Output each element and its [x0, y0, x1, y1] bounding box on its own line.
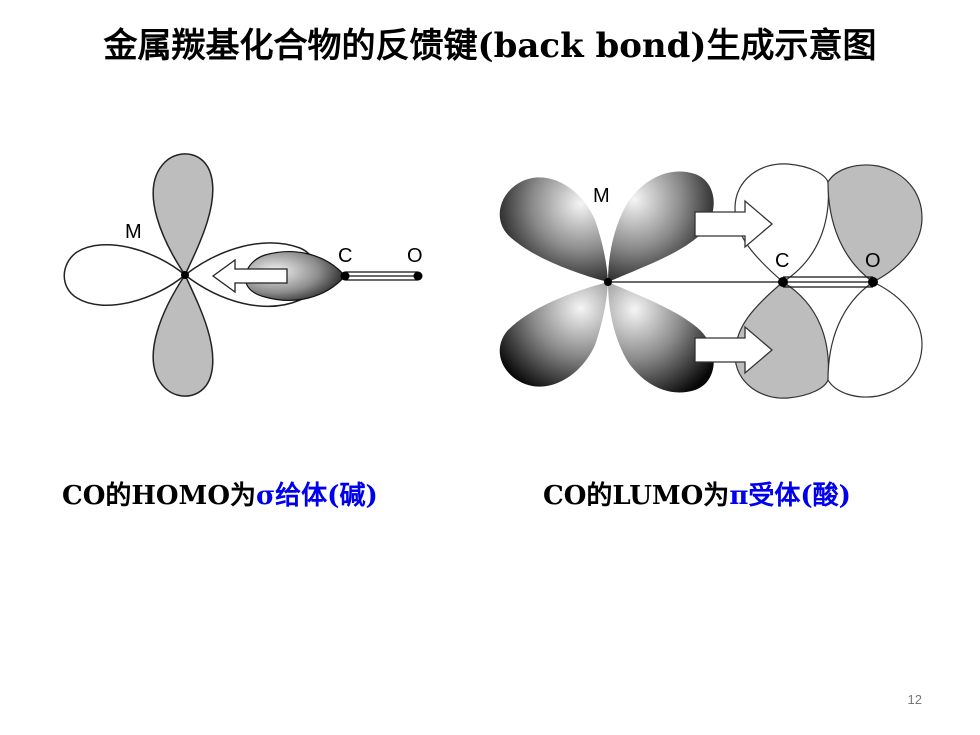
metal-lobe-top [152, 153, 214, 277]
pi-backbond-diagram: M C O [499, 163, 923, 399]
caption-pi-acceptor: CO的LUMO为π受体(酸) [543, 475, 851, 512]
donation-arrow [211, 258, 288, 294]
page-number: 12 [907, 692, 922, 707]
slide-title: 金属羰基化合物的反馈键(back bond)生成示意图 [103, 26, 877, 66]
metal-lobe-lower-left [499, 282, 608, 387]
caption-sigma-donor: CO的HOMO为σ给体(碱) [62, 475, 378, 512]
metal-atom [181, 271, 189, 279]
carbon-label: C [775, 250, 789, 272]
metal-lobe-bottom [152, 273, 214, 397]
oxygen-atom [868, 277, 878, 287]
metal-label: M [593, 185, 610, 207]
metal-label: M [125, 221, 142, 243]
carbon-atom [778, 277, 788, 287]
metal-atom [604, 278, 612, 286]
oxygen-label: O [865, 250, 881, 272]
lumo-carbon-lower [734, 281, 830, 399]
caption-left-prefix: CO的HOMO为 [62, 481, 256, 511]
backbond-arrow-lower [694, 325, 774, 375]
carbon-atom [340, 271, 350, 281]
sigma-donation-diagram: M C O [63, 153, 423, 397]
carbon-label: C [338, 245, 352, 267]
oxygen-atom [413, 271, 423, 281]
lumo-oxygen-upper [827, 164, 923, 283]
lumo-oxygen-lower [827, 281, 923, 398]
metal-lobe-upper-right [608, 171, 714, 282]
metal-lobe-left [63, 244, 187, 306]
caption-right-prefix: CO的LUMO为 [543, 481, 730, 511]
caption-left-highlight: σ给体(碱) [256, 481, 378, 511]
backbond-arrow-upper [694, 199, 774, 249]
caption-right-highlight: π受体(酸) [729, 481, 851, 511]
metal-lobe-upper-left [499, 177, 608, 282]
oxygen-label: O [407, 245, 423, 267]
metal-lobe-lower-right [608, 282, 714, 393]
